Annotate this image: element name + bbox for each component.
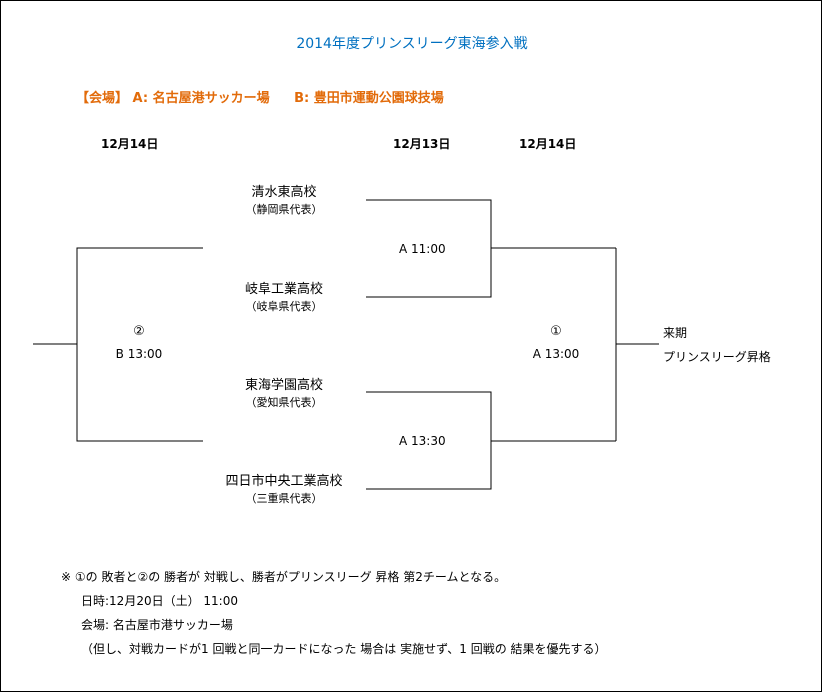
match2: ② B 13:00 bbox=[104, 324, 174, 361]
match2-time: B 13:00 bbox=[115, 347, 163, 361]
team-4-pref: （三重県代表） bbox=[245, 492, 323, 505]
promotion-result: 来期 プリンスリーグ昇格 bbox=[663, 321, 771, 369]
team-3-name: 東海学園高校 bbox=[244, 378, 323, 393]
match1-mark: ① bbox=[550, 324, 562, 339]
date-match2: 12月14日 bbox=[101, 137, 159, 151]
venue-b: B: 豊田市運動公園球技場 bbox=[294, 91, 444, 106]
note-line-2: 日時:12月20日（土） 11:00 bbox=[81, 594, 238, 608]
note-line-1: ※ ①の 敗者と②の 勝者が 対戦し、勝者がプリンスリーグ 昇格 第2チームとな… bbox=[61, 570, 507, 584]
notes: ※ ①の 敗者と②の 勝者が 対戦し、勝者がプリンスリーグ 昇格 第2チームとな… bbox=[61, 565, 607, 661]
match2-mark: ② bbox=[133, 324, 145, 339]
page-title: 2014年度プリンスリーグ東海参入戦 bbox=[296, 36, 528, 52]
bracket-line-group bbox=[33, 199, 659, 490]
match1: ① A 13:00 bbox=[521, 324, 591, 361]
date-match1: 12月14日 bbox=[519, 137, 577, 151]
match1-time: A 13:00 bbox=[532, 347, 580, 361]
team-2-pref: （岐阜県代表） bbox=[245, 300, 323, 313]
date-semifinal: 12月13日 bbox=[393, 137, 451, 151]
result-line-1: 来期 bbox=[663, 326, 688, 340]
note-line-4: （但し、対戦カードが1 回戦と同一カードになった 場合は 実施せず、1 回戦の … bbox=[81, 642, 607, 656]
team-2: 岐阜工業高校 （岐阜県代表） bbox=[194, 281, 374, 315]
result-line-2: プリンスリーグ昇格 bbox=[663, 350, 771, 364]
note-line-3: 会場: 名古屋市港サッカー場 bbox=[81, 618, 233, 632]
team-3: 東海学園高校 （愛知県代表） bbox=[194, 377, 374, 411]
semi-top-time: A 11:00 bbox=[399, 242, 446, 256]
team-2-name: 岐阜工業高校 bbox=[244, 282, 323, 297]
venue-legend: 【会場】 A: 名古屋港サッカー場 B: 豊田市運動公園球技場 bbox=[76, 87, 444, 106]
semi-bottom-time: A 13:30 bbox=[399, 434, 446, 448]
team-1-name: 清水東高校 bbox=[251, 185, 317, 200]
team-3-pref: （愛知県代表） bbox=[245, 396, 323, 409]
venue-a: A: 名古屋港サッカー場 bbox=[132, 91, 270, 106]
team-1: 清水東高校 （静岡県代表） bbox=[194, 184, 374, 218]
venue-label: 【会場】 bbox=[76, 91, 129, 106]
team-1-pref: （静岡県代表） bbox=[245, 203, 323, 216]
team-4: 四日市中央工業高校 （三重県代表） bbox=[194, 473, 374, 507]
team-4-name: 四日市中央工業高校 bbox=[225, 474, 343, 489]
